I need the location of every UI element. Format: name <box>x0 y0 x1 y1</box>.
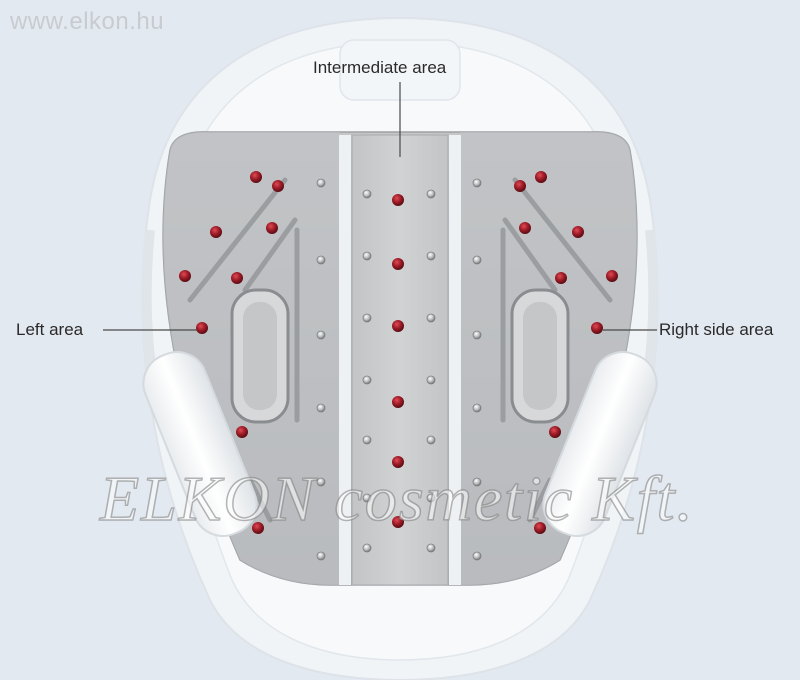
laser-diode <box>392 516 404 528</box>
laser-diode <box>252 522 264 534</box>
laser-diode <box>549 426 561 438</box>
watermark-text: ELKON cosmetic Kft. <box>99 462 695 535</box>
sensor-point <box>362 313 372 323</box>
laser-diodes <box>179 171 618 534</box>
sensor-point <box>362 375 372 385</box>
laser-diode <box>591 322 603 334</box>
laser-diode <box>519 222 531 234</box>
laser-diode <box>210 226 222 238</box>
laser-diode <box>392 320 404 332</box>
sensor-point <box>362 251 372 261</box>
laser-diode <box>606 270 618 282</box>
sensor-point <box>472 178 482 188</box>
laser-diode <box>250 171 262 183</box>
laser-diode <box>535 171 547 183</box>
laser-diode <box>272 180 284 192</box>
laser-diode <box>266 222 278 234</box>
left-gap <box>339 135 351 585</box>
sensor-point <box>472 477 482 487</box>
sensor-point <box>316 178 326 188</box>
laser-diode <box>179 270 191 282</box>
laser-diode <box>196 322 208 334</box>
sensor-point <box>426 375 436 385</box>
sensor-point <box>316 330 326 340</box>
callout-lines <box>103 82 657 331</box>
sensor-point <box>362 435 372 445</box>
right-side-area-label: Right side area <box>659 320 774 339</box>
laser-diode <box>392 396 404 408</box>
laser-diode <box>514 180 526 192</box>
sensor-point <box>426 435 436 445</box>
laser-diode <box>534 522 546 534</box>
sensor-point <box>316 551 326 561</box>
laser-diode <box>572 226 584 238</box>
sensor-point <box>362 543 372 553</box>
right-gap <box>449 135 461 585</box>
plate-grooves <box>187 177 613 523</box>
sensor-point <box>426 251 436 261</box>
sensor-point <box>426 493 436 503</box>
sensor-point <box>362 493 372 503</box>
sensor-point <box>472 330 482 340</box>
sensor-points <box>316 178 482 561</box>
laser-diode <box>231 272 243 284</box>
sensor-point <box>362 189 372 199</box>
sensor-point <box>472 255 482 265</box>
sensor-point <box>472 551 482 561</box>
sensor-point <box>316 255 326 265</box>
laser-diode <box>236 426 248 438</box>
intermediate-area-label: Intermediate area <box>313 58 447 77</box>
sensor-point <box>316 403 326 413</box>
laser-diode <box>392 258 404 270</box>
site-url-text: www.elkon.hu <box>10 8 165 35</box>
sensor-point <box>426 189 436 199</box>
plate-slots <box>230 288 570 424</box>
laser-diode <box>392 194 404 206</box>
sensor-point <box>426 313 436 323</box>
ear-pads <box>142 351 658 537</box>
sensor-point <box>316 477 326 487</box>
laser-diode <box>555 272 567 284</box>
sensor-point <box>472 403 482 413</box>
left-area-label: Left area <box>16 320 84 339</box>
sensor-point <box>426 543 436 553</box>
laser-diode <box>392 456 404 468</box>
